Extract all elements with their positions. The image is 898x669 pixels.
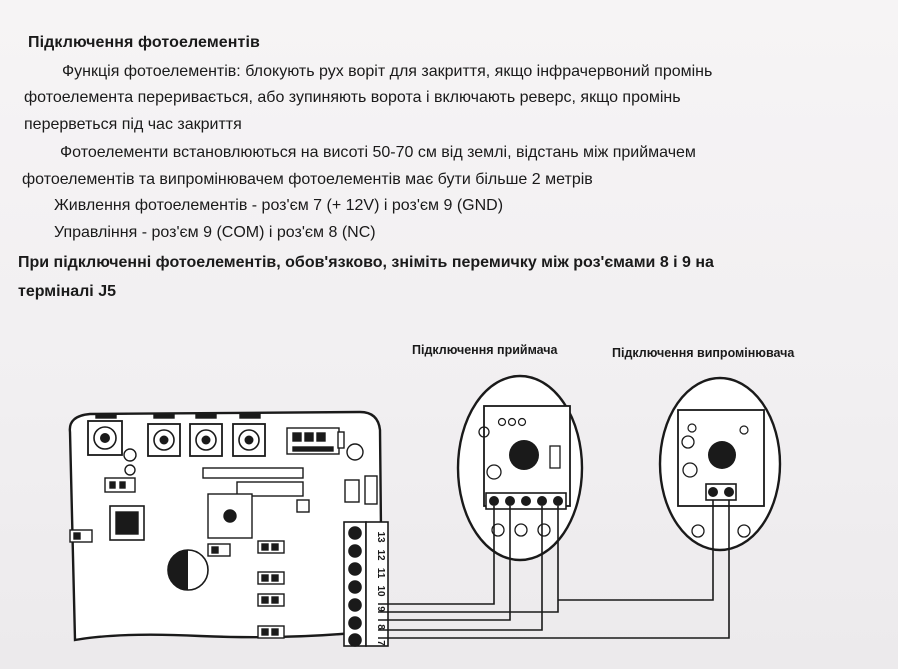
power-connection-line: Живлення фотоелементів - роз'єм 7 (+ 12V… <box>54 197 504 214</box>
terminal-numbers: 13 12 11 10 9 8 7 <box>375 531 386 646</box>
terminal-number-13: 13 <box>375 531 386 543</box>
paragraph-2-line-2: фотоелементів та випромінювачем фотоелем… <box>22 171 593 188</box>
receiver-label: Підключення приймача <box>412 343 558 357</box>
terminal-number-7: 7 <box>375 640 386 646</box>
paragraph-2-line-1: Фотоелементи встановлюються на висоті 50… <box>60 144 696 161</box>
terminal-number-10: 10 <box>375 585 386 597</box>
control-connection-line: Управління - роз'єм 9 (COM) і роз'єм 8 (… <box>54 224 376 241</box>
warning-line-2: терміналі J5 <box>18 283 116 300</box>
board-components <box>69 413 378 639</box>
potentiometer-group <box>87 420 266 457</box>
terminal-number-12: 12 <box>375 549 386 561</box>
terminal-number-11: 11 <box>375 568 386 579</box>
wiring-lines <box>378 500 730 639</box>
paragraph-1-line-1: Функція фотоелементів: блокують рух ворі… <box>62 63 713 80</box>
transmitter-photocell <box>658 376 782 552</box>
transmitter-label: Підключення випромінювача <box>612 346 795 360</box>
terminal-number-9: 9 <box>375 606 386 612</box>
receiver-photocell <box>456 374 584 562</box>
section-heading: Підключення фотоелементів <box>28 34 260 51</box>
terminal-block-j5 <box>343 521 389 647</box>
terminal-number-8: 8 <box>375 624 386 630</box>
paragraph-1-line-3: перерветься під час закриття <box>24 116 242 133</box>
warning-line-1: При підключенні фотоелементів, обов'язко… <box>18 254 714 271</box>
paragraph-1-line-2: фотоелемента переривається, або зупиняют… <box>24 89 681 106</box>
